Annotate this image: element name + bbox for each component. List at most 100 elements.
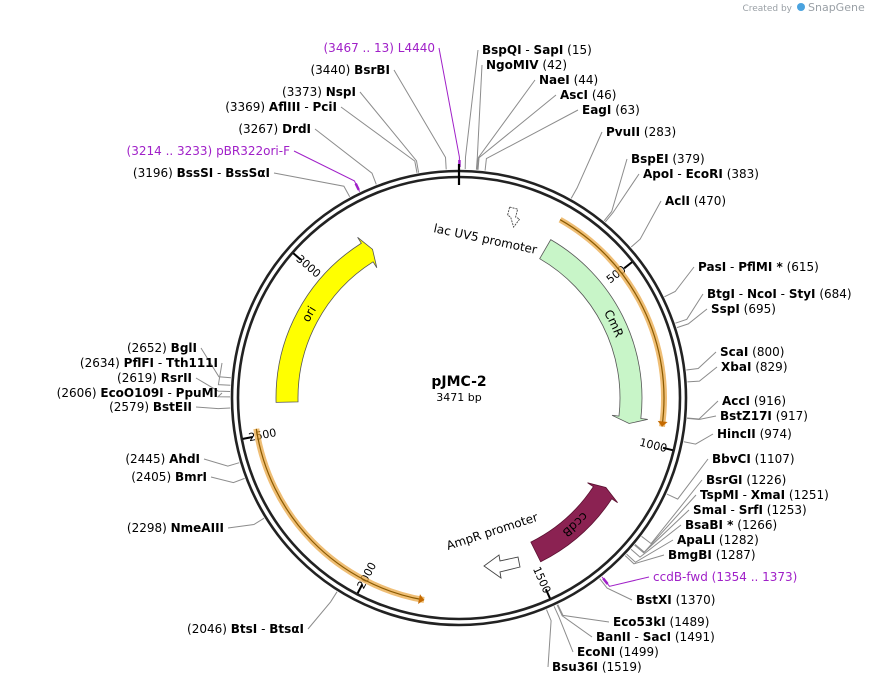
promoter-label: lac UV5 promoter [432, 221, 538, 257]
site-label-bstxi-1370: BstXI (1370) [636, 593, 715, 607]
label-leaders [195, 47, 719, 668]
label-leader-line [293, 150, 361, 192]
site-label-3369-afliii-pcii: (3369) AflIII - PciI [225, 100, 337, 114]
site-label-sspi-695: SspI (695) [711, 302, 776, 316]
label-leader-line [601, 576, 650, 587]
snapgene-logo-icon [797, 3, 805, 11]
ccdb-feature: ccdB [530, 482, 618, 563]
site-label-bspqi-sapi-15: BspQI - SapI (15) [482, 43, 592, 57]
label-leader-line [340, 106, 418, 173]
site-label-eco53ki-1489: Eco53kI (1489) [613, 615, 709, 629]
label-leader-line [624, 554, 665, 565]
backbone [230, 164, 688, 627]
site-label-apoi-ecori-383: ApoI - EcoRI (383) [643, 167, 759, 181]
label-leader-line [307, 591, 338, 630]
site-label-bspei-379: BspEI (379) [631, 152, 705, 166]
tick-label: 1000 [638, 436, 668, 455]
site-label-hincii-974: HincII (974) [717, 427, 792, 441]
cmr-orf-arc [558, 217, 668, 428]
ori-feature: ori [275, 237, 378, 403]
promoter-arrow-icon [483, 554, 521, 579]
site-label-bsu36i-1519: Bsu36I (1519) [552, 660, 642, 674]
snapgene-credit: Created by SnapGene [742, 1, 864, 14]
label-leader-line [630, 200, 662, 248]
site-label-naei-44: NaeI (44) [539, 73, 598, 87]
site-label-3373-nspi: (3373) NspI [282, 85, 356, 99]
tick-mark [544, 588, 551, 599]
primer-marker [354, 183, 360, 191]
site-label-banii-saci-1491: BanII - SacI (1491) [596, 630, 715, 644]
site-label-smai-srfi-1253: SmaI - SrfI (1253) [693, 503, 807, 517]
label-leader-line [626, 539, 674, 563]
label-leader-line [216, 392, 231, 398]
site-label-ccdb-fwd-1354-1373: ccdB-fwd (1354 .. 1373) [653, 570, 797, 584]
site-label-2619-rsrii: (2619) RsrII [117, 371, 192, 385]
site-label-asci-46: AscI (46) [560, 88, 616, 102]
site-label-2652-bgli: (2652) BglI [127, 341, 197, 355]
label-leader-line [683, 433, 714, 445]
tick-label: 1500 [530, 565, 553, 596]
label-leader-line [476, 79, 536, 170]
label-leader-line [641, 479, 703, 545]
site-label-acci-916: AccI (916) [722, 394, 786, 408]
credit-text: Created by [742, 4, 792, 14]
site-label-3267-drdi: (3267) DrdI [238, 122, 311, 136]
tick-mark [242, 436, 253, 440]
label-leader-line [210, 476, 245, 484]
site-label-3467-13-l4440: (3467 .. 13) L4440 [324, 41, 436, 55]
tick-mark [356, 583, 364, 594]
label-leader-line [666, 458, 709, 500]
label-leader-line [556, 604, 593, 638]
site-label-scai-800: ScaI (800) [720, 345, 784, 359]
label-leader-line [686, 351, 717, 371]
label-leader-line [477, 94, 557, 170]
tick-label: 3000 [294, 252, 324, 280]
plasmid-length: 3471 bp [436, 391, 481, 404]
site-label-tspmi-xmai-1251: TspMI - XmaI (1251) [700, 488, 829, 502]
site-label-bsabi-1266: BsaBI * (1266) [685, 518, 777, 532]
site-label-pvuii-283: PvuII (283) [606, 125, 676, 139]
label-leader-line [393, 69, 447, 170]
ori-label: ori [299, 304, 319, 325]
site-label-2298-nmeaiii: (2298) NmeAIII [127, 521, 224, 535]
label-leader-line [227, 517, 265, 529]
label-leader-line [676, 308, 708, 329]
label-leader-line [604, 173, 640, 223]
site-label-2445-ahdi: (2445) AhdI [125, 452, 200, 466]
label-leader-line [217, 362, 231, 386]
center-title: pJMC-2 3471 bp [431, 374, 486, 404]
label-leader-line [634, 509, 690, 554]
site-label-bsrgi-1226: BsrGI (1226) [706, 473, 786, 487]
ampr-orf-arc [253, 428, 425, 604]
label-leader-line [203, 458, 240, 467]
promoter-label: AmpR promoter [445, 510, 540, 553]
plasmid-name: pJMC-2 [431, 374, 486, 390]
label-leader-line [687, 366, 718, 383]
site-label-xbai-829: XbaI (829) [721, 360, 788, 374]
cmr-feature: CmR [539, 239, 648, 424]
tick-mark [662, 446, 673, 452]
label-leader-line [687, 415, 717, 421]
site-label-btgi-ncoi-styi-684: BtgI - NcoI - StyI (684) [707, 287, 852, 301]
label-leader-line [200, 347, 231, 379]
site-label-2579-bsteii: (2579) BstEII [109, 400, 192, 414]
tick-mark [292, 252, 302, 261]
label-leader-line [557, 604, 610, 623]
label-leader-line [464, 49, 479, 170]
label-leader-line [195, 406, 231, 410]
label-leader-line [664, 266, 695, 298]
site-label-2606-ecoo109i-ppumi: (2606) EcoO109I - PpuMI [57, 386, 218, 400]
label-leader-line [553, 606, 574, 653]
site-label-pasi-pflmi-615: PasI - PflMI * (615) [698, 260, 819, 274]
label-leader-line [475, 64, 483, 170]
tick-mark [623, 261, 633, 270]
site-label-3214-3233-pbr322ori-f: (3214 .. 3233) pBR322ori-F [127, 144, 291, 158]
lac-uv5-promoter: lac UV5 promoter [432, 206, 538, 257]
promoter-arrow-icon [507, 206, 521, 229]
site-label-bstz17i-917: BstZ17I (917) [720, 409, 808, 423]
label-leader-line [599, 578, 633, 601]
label-leader-line [570, 131, 603, 199]
label-leader-line [484, 109, 579, 171]
label-leader-line [195, 377, 231, 392]
